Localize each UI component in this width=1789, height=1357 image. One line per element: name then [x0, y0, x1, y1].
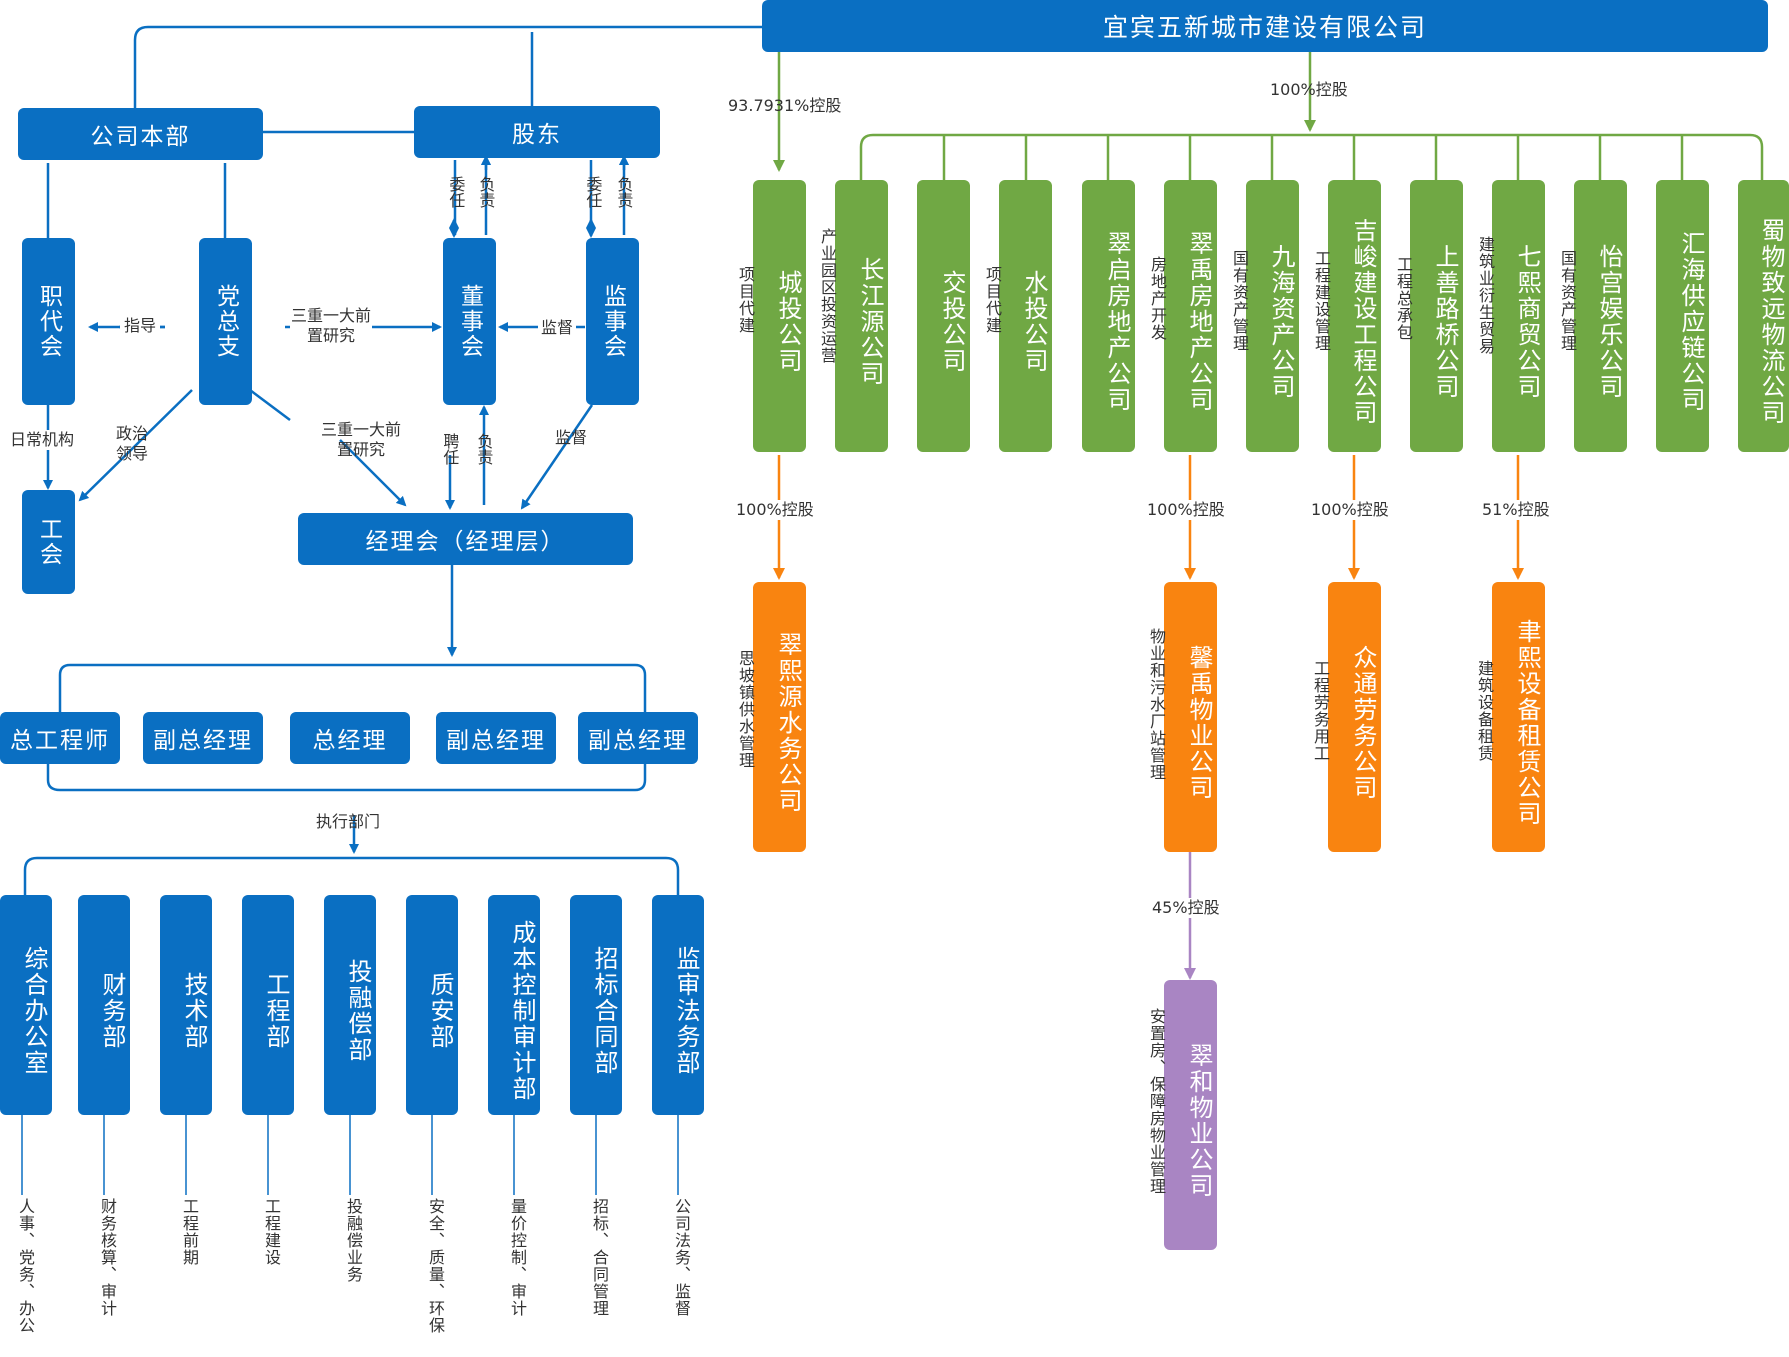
- workers-congress-box[interactable]: 职代会: [22, 238, 75, 405]
- duty-finance: 财务核算、审计: [98, 1198, 117, 1317]
- duty-xinyu-property: 物业和污水厂站管理: [1147, 628, 1166, 781]
- label-share-zhongtong: 100%控股: [1311, 500, 1389, 520]
- label-share-cuihe: 45%控股: [1152, 898, 1220, 918]
- label-political-text: 政治领导: [116, 424, 149, 463]
- label-city-share: 93.7931%控股: [728, 96, 842, 115]
- sub2-xinyu-property[interactable]: 馨禹物业公司: [1164, 582, 1217, 852]
- dept-finance[interactable]: 财务部: [78, 895, 130, 1115]
- label-three-one-big-a: 三重一大前置研究: [290, 306, 372, 346]
- label-three-one-big-b: 三重一大前置研究: [320, 420, 402, 460]
- dept-cost-audit[interactable]: 成本控制审计部: [488, 895, 540, 1115]
- dept-quality-safety[interactable]: 质安部: [406, 895, 458, 1115]
- dept-bidding-contract[interactable]: 招标合同部: [570, 895, 622, 1115]
- company-hq-box[interactable]: 公司本部: [18, 108, 263, 160]
- sub3-cuihe-property[interactable]: 翠和物业公司: [1164, 980, 1217, 1250]
- sub-jijun-construction[interactable]: 吉峻建设工程公司: [1328, 180, 1381, 452]
- dept-engineering[interactable]: 工程部: [242, 895, 294, 1115]
- sub2-yuxi-equipment[interactable]: 聿熙设备租赁公司: [1492, 582, 1545, 852]
- duty-investment: 投融偿业务: [344, 1198, 363, 1283]
- label-supervise-2: 监督: [555, 428, 588, 447]
- label-three-one-big-b-text: 三重一大前置研究: [320, 420, 401, 459]
- parent-company[interactable]: 宜宾五新城市建设有限公司: [762, 0, 1768, 52]
- sub-chengtou[interactable]: 城投公司: [753, 180, 806, 452]
- manager-deputy-gm-2[interactable]: 副总经理: [436, 712, 556, 764]
- duty-jijun-construction: 工程总承包: [1394, 256, 1413, 341]
- label-political-lead: 政治领导: [116, 424, 156, 464]
- label-sub-share: 100%控股: [1270, 80, 1348, 99]
- sub2-zhongtong-labor[interactable]: 众通劳务公司: [1328, 582, 1381, 852]
- dept-audit-legal[interactable]: 监审法务部: [652, 895, 704, 1115]
- duty-changjiangyuan: 产业园区投资运营: [818, 228, 837, 364]
- label-share-xinyu: 100%控股: [1147, 500, 1225, 520]
- duty-cuixiyuan-water: 思坡镇供水管理: [736, 650, 755, 769]
- party-branch-box[interactable]: 党总支: [199, 238, 252, 405]
- union-box[interactable]: 工会: [22, 490, 75, 594]
- label-resp-3: 负责: [474, 433, 494, 465]
- label-supervise-1: 监督: [538, 318, 577, 338]
- label-daily-org: 日常机构: [10, 430, 75, 450]
- sub-shuwu-logistics[interactable]: 蜀物致远物流公司: [1738, 180, 1789, 452]
- duty-technology: 工程前期: [180, 1198, 199, 1266]
- sub-jiuhai-assets[interactable]: 九海资产公司: [1246, 180, 1299, 452]
- duty-zhongtong-labor: 工程劳务用工: [1311, 660, 1330, 762]
- label-appoint-2: 委任: [583, 176, 603, 208]
- duty-jiaotou: 项目代建: [983, 266, 1002, 334]
- label-resp-1: 负责: [476, 176, 496, 208]
- manager-chief-engineer[interactable]: 总工程师: [0, 712, 120, 764]
- sub-huihai-supply[interactable]: 汇海供应链公司: [1656, 180, 1709, 452]
- label-appoint-1: 委任: [446, 176, 466, 208]
- sub2-cuixiyuan-water[interactable]: 翠熙源水务公司: [753, 582, 806, 852]
- duty-cost-audit: 量价控制、审计: [508, 1198, 527, 1317]
- sub-cuiyu-realestate[interactable]: 翠禹房地产公司: [1164, 180, 1217, 452]
- duty-shangshan-road: 建筑业衍生贸易: [1476, 236, 1495, 355]
- dept-technology[interactable]: 技术部: [160, 895, 212, 1115]
- label-share-yuxi: 51%控股: [1482, 500, 1550, 520]
- duty-engineering: 工程建设: [262, 1198, 281, 1266]
- duty-yuxi-equipment: 建筑设备租赁: [1475, 660, 1494, 762]
- sub-qixi-trade[interactable]: 七熙商贸公司: [1492, 180, 1545, 452]
- manager-general-manager[interactable]: 总经理: [290, 712, 410, 764]
- label-exec-dept: 执行部门: [316, 812, 381, 831]
- sub-changjiangyuan[interactable]: 长江源公司: [835, 180, 888, 452]
- duty-jiuhai-assets: 工程建设管理: [1312, 250, 1331, 352]
- duty-qixi-trade: 国有资产管理: [1558, 250, 1577, 352]
- label-share-cuixiyuan: 100%控股: [736, 500, 814, 520]
- sub-yigong-ent[interactable]: 怡宫娱乐公司: [1574, 180, 1627, 452]
- duty-general-office: 人事、党务、办公: [16, 1198, 35, 1334]
- duty-cuihe-property: 安置房、保障房物业管理: [1147, 1008, 1166, 1195]
- sub-jiaotou[interactable]: 交投公司: [917, 180, 970, 452]
- manager-deputy-gm-1[interactable]: 副总经理: [143, 712, 263, 764]
- sub-shuitou[interactable]: 水投公司: [999, 180, 1052, 452]
- shareholders-box[interactable]: 股东: [414, 106, 660, 158]
- managers-meeting-box[interactable]: 经理会（经理层）: [298, 513, 633, 565]
- board-box[interactable]: 董事会: [443, 238, 496, 405]
- supervisory-board-box[interactable]: 监事会: [586, 238, 639, 405]
- label-guide: 指导: [120, 316, 161, 336]
- sub-cuiqi-realestate[interactable]: 翠启房地产公司: [1082, 180, 1135, 452]
- label-resp-2: 负责: [614, 176, 634, 208]
- duty-cuiqi-realestate: 房地产开发: [1148, 256, 1167, 341]
- label-hire: 聘任: [440, 433, 460, 465]
- manager-deputy-gm-3[interactable]: 副总经理: [578, 712, 698, 764]
- label-three-one-big-a-text: 三重一大前置研究: [290, 306, 371, 345]
- dept-general-office[interactable]: 综合办公室: [0, 895, 52, 1115]
- duty-audit-legal: 公司法务、监督: [672, 1198, 691, 1317]
- dept-investment[interactable]: 投融偿部: [324, 895, 376, 1115]
- duty-chengtou: 项目代建: [736, 266, 755, 334]
- duty-quality-safety: 安全、质量、环保: [426, 1198, 445, 1334]
- duty-bidding-contract: 招标、合同管理: [590, 1198, 609, 1317]
- sub-shangshan-road[interactable]: 上善路桥公司: [1410, 180, 1463, 452]
- duty-cuiyu-realestate: 国有资产管理: [1230, 250, 1249, 352]
